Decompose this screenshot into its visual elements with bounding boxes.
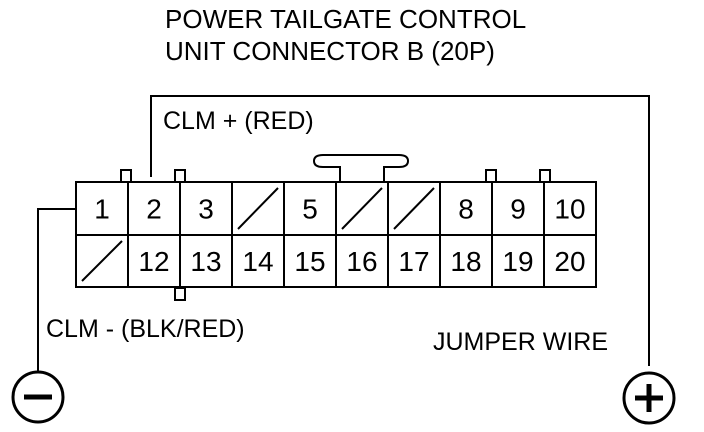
pin-label-2: 2: [146, 194, 162, 225]
pin-label-18: 18: [450, 246, 481, 277]
empty-cavity-slash: [341, 187, 383, 230]
empty-cavity-slash: [81, 240, 123, 282]
jumper-wire-label: JUMPER WIRE: [433, 328, 608, 356]
empty-cavity-slash: [393, 187, 435, 230]
pin-label-1: 1: [94, 194, 110, 225]
clm-minus-label: CLM - (BLK/RED): [46, 315, 245, 343]
pin-label-19: 19: [502, 246, 533, 277]
empty-cavity-slash: [237, 187, 279, 230]
negative-terminal: [11, 370, 65, 424]
pin-label-3: 3: [198, 194, 214, 225]
pin-label-10: 10: [554, 194, 585, 225]
jumper-wire-path: [150, 95, 650, 366]
pin-label-5: 5: [302, 194, 318, 225]
pin-label-15: 15: [294, 246, 325, 277]
pin-label-12: 12: [138, 246, 169, 277]
connector-tabs: [120, 169, 551, 301]
pin-label-16: 16: [346, 246, 377, 277]
pin-label-13: 13: [190, 246, 221, 277]
pin-label-8: 8: [458, 194, 474, 225]
pin-label-20: 20: [554, 246, 585, 277]
connector-latch: [312, 154, 410, 182]
pin-label-14: 14: [242, 246, 273, 277]
title-line-1: POWER TAILGATE CONTROL: [165, 4, 526, 34]
pin-label-17: 17: [398, 246, 429, 277]
pin-label-9: 9: [510, 194, 526, 225]
clm-plus-label: CLM + (RED): [163, 107, 314, 135]
positive-terminal: [622, 371, 676, 425]
clm-minus-wire: [37, 208, 76, 372]
title-line-2: UNIT CONNECTOR B (20P): [165, 36, 495, 66]
